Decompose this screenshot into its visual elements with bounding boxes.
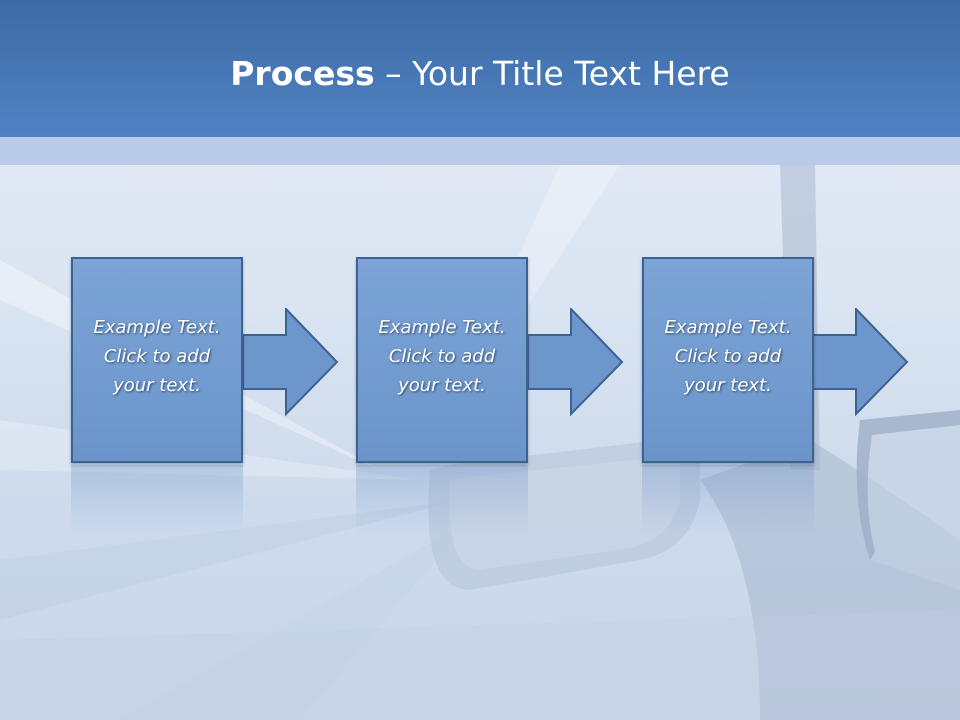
process-arrow — [528, 308, 624, 416]
title-rest: – Your Title Text Here — [374, 54, 730, 93]
step-text: Example Text. Click to add your text. — [93, 316, 221, 396]
process-arrow — [813, 308, 909, 416]
process-step-3[interactable]: Example Text. Click to add your text. — [642, 257, 814, 463]
step-reflection — [356, 465, 528, 535]
step-text: Example Text. Click to add your text. — [664, 316, 792, 396]
process-step-1[interactable]: Example Text. Click to add your text. — [71, 257, 243, 463]
process-arrow — [243, 308, 339, 416]
slide-title[interactable]: Process – Your Title Text Here — [0, 52, 960, 96]
step-text: Example Text. Click to add your text. — [378, 316, 506, 396]
title-bold: Process — [230, 54, 375, 93]
header-band — [0, 137, 960, 165]
header-bar — [0, 0, 960, 137]
step-reflection — [642, 465, 814, 535]
step-reflection — [71, 465, 243, 535]
process-step-2[interactable]: Example Text. Click to add your text. — [356, 257, 528, 463]
